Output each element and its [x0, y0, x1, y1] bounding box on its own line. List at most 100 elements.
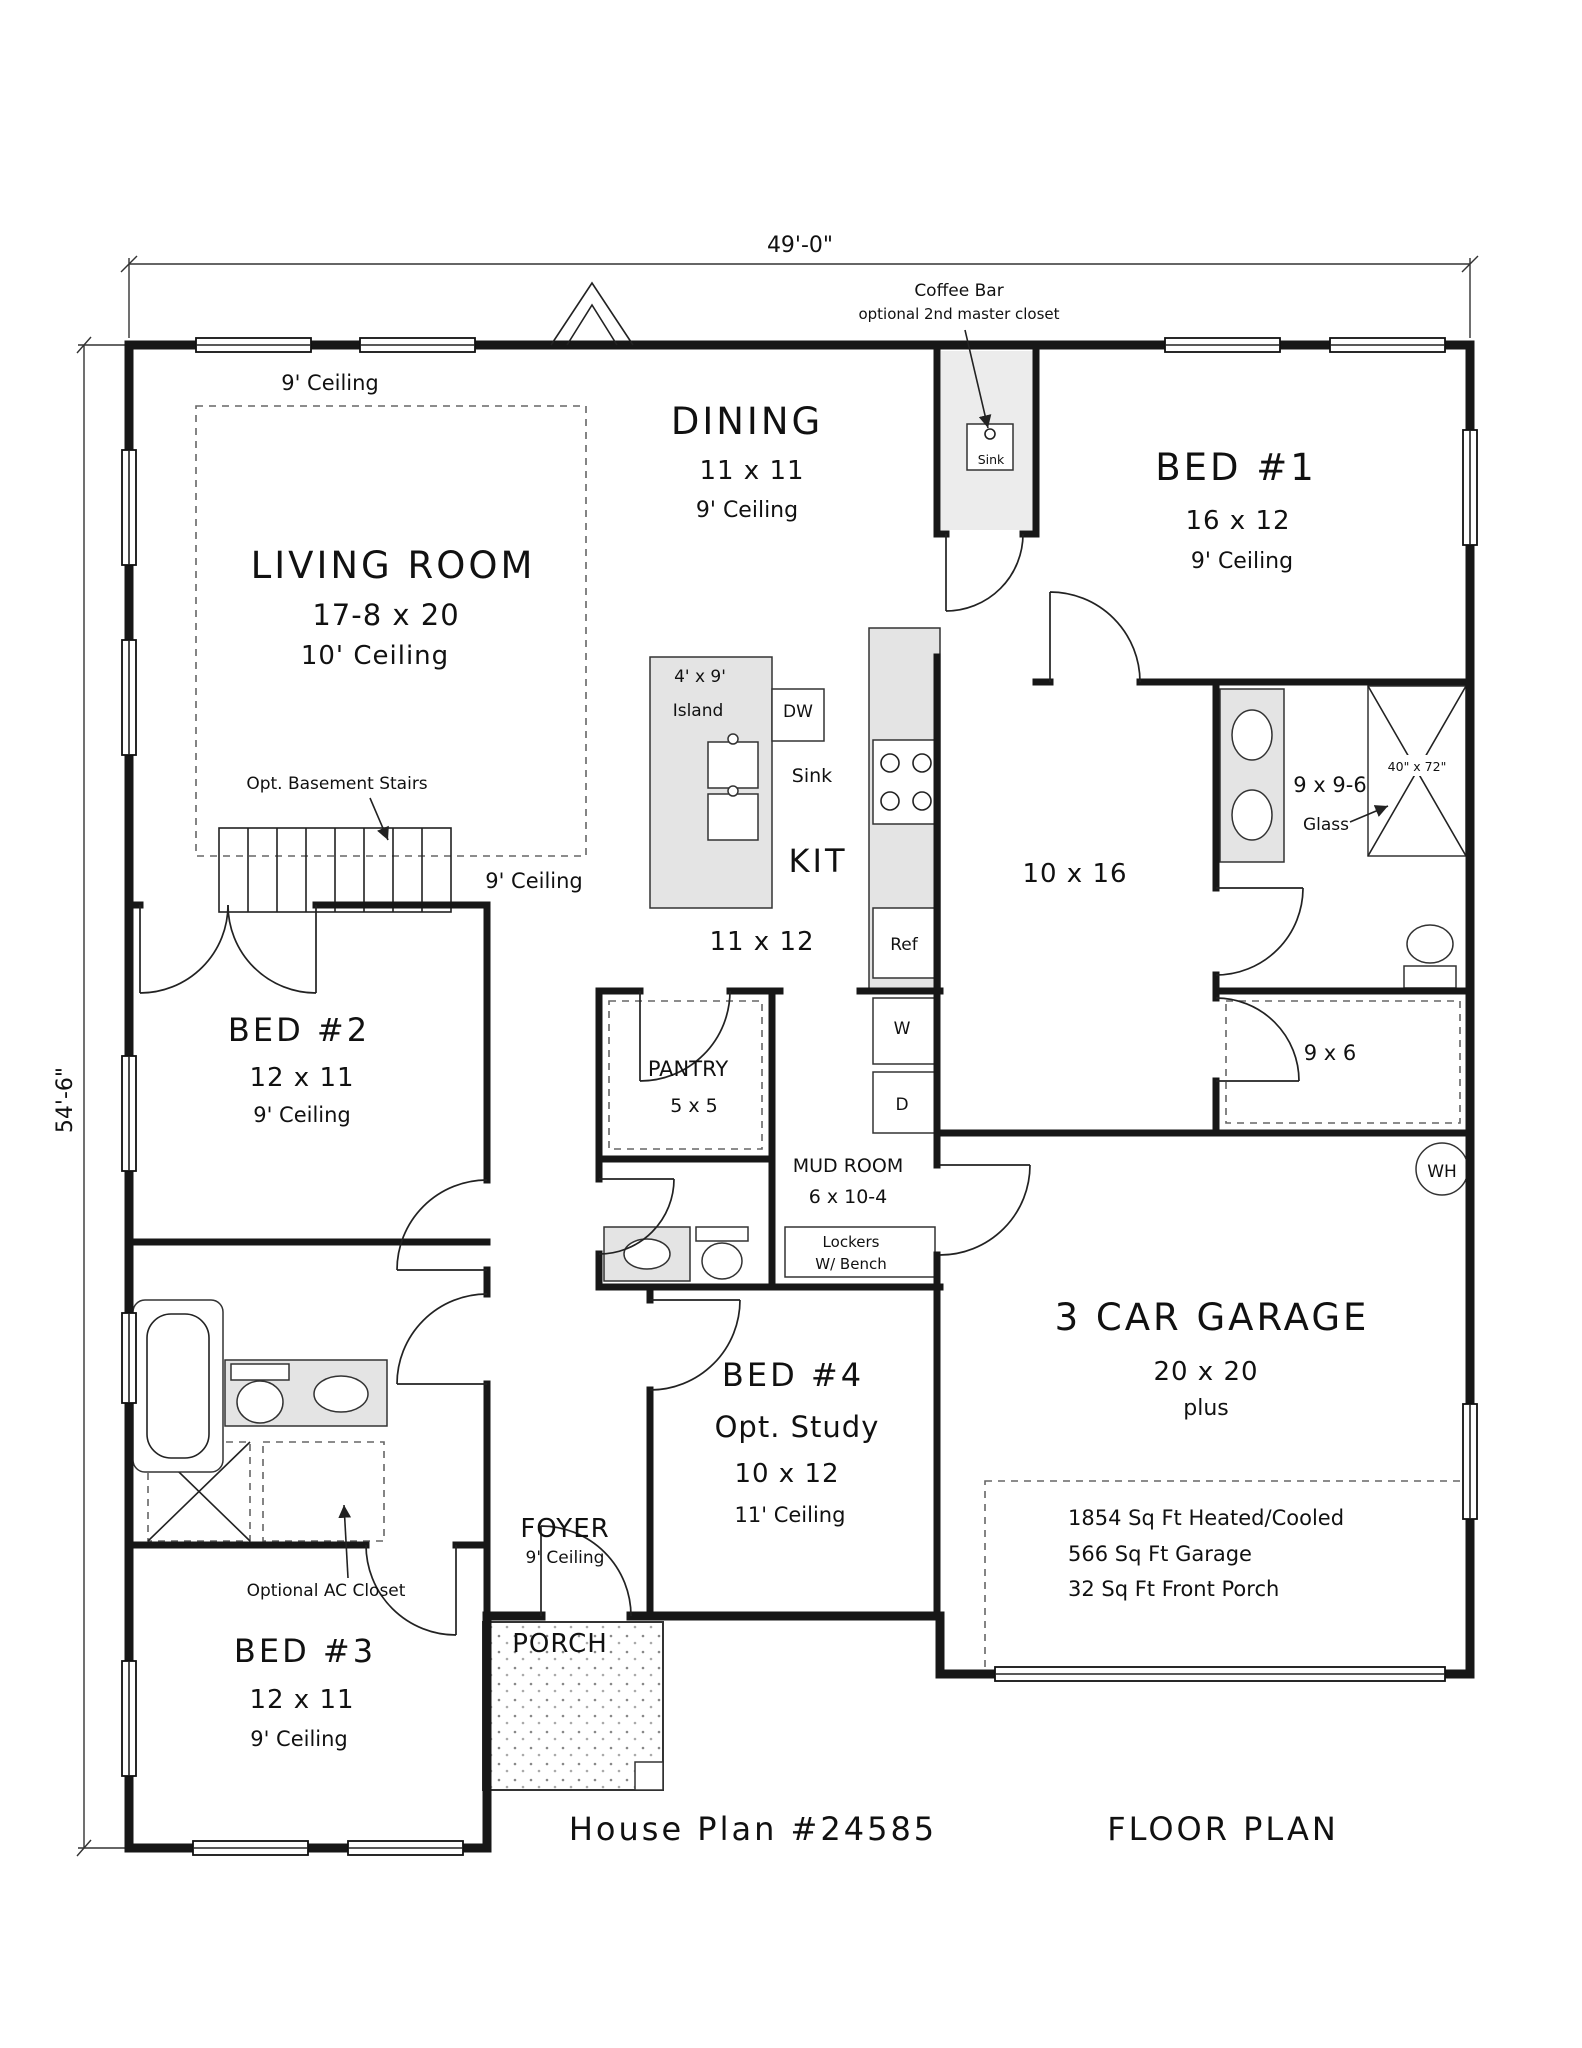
- dishwasher-label: DW: [783, 702, 813, 722]
- ac-closet-right: [262, 1441, 385, 1542]
- living-tray-outline: [195, 405, 587, 857]
- garage-size-suffix: plus: [1183, 1396, 1228, 1421]
- master-bath-fixtures: [1219, 685, 1467, 989]
- toilet-tank: [230, 1363, 290, 1381]
- toilet: [236, 1380, 284, 1424]
- shower-size-label: 40" x 72": [1388, 759, 1447, 774]
- bath2-fixtures: [603, 1226, 749, 1282]
- pantry-size: 5 x 5: [670, 1095, 718, 1117]
- pantry-shelves: [608, 1000, 763, 1150]
- sink-label: Sink: [792, 765, 832, 787]
- living-room-label: LIVING ROOM: [251, 544, 536, 587]
- dryer-box: [872, 1071, 938, 1134]
- pantry-door: [639, 990, 731, 1082]
- master-closet-shelves: [1225, 1000, 1461, 1124]
- coffee-bar-door: [945, 533, 1024, 612]
- bed4-alt-label: Opt. Study: [715, 1410, 880, 1444]
- porch-area: [482, 1621, 664, 1791]
- washer-label: W: [894, 1019, 911, 1039]
- master-sink-2: [1231, 789, 1273, 841]
- kitchen-counter: [868, 627, 941, 992]
- bed1-label: BED #1: [1155, 446, 1317, 489]
- coffee-sink-label: Sink: [978, 452, 1005, 467]
- water-heater-label: WH: [1427, 1162, 1457, 1182]
- bed1-size: 16 x 12: [1185, 506, 1290, 536]
- windows: [121, 337, 1478, 1856]
- dining-size: 11 x 11: [699, 456, 804, 486]
- bed3-ceiling: 9' Ceiling: [250, 1727, 348, 1751]
- stat-garage: 566 Sq Ft Garage: [1068, 1542, 1252, 1566]
- foyer-label: FOYER: [520, 1514, 609, 1544]
- mudroom-size: 6 x 10-4: [809, 1186, 888, 1208]
- dimension-lines: 49'-0" 54'-6": [53, 233, 1479, 1857]
- leader-lines: [338, 329, 1389, 1579]
- glass-label: Glass: [1303, 815, 1349, 835]
- bath2-toilet: [701, 1242, 743, 1280]
- optional-dashed-elements: [147, 405, 1471, 1675]
- bed1-ceiling: 9' Ceiling: [1191, 549, 1293, 574]
- bed3-label: BED #3: [234, 1632, 376, 1670]
- bath-sink: [313, 1375, 369, 1413]
- bed3-size: 12 x 11: [249, 1685, 354, 1715]
- master-closet-door: [1215, 997, 1300, 1082]
- coffee-bar-note-1: Coffee Bar: [914, 281, 1003, 301]
- master-bath-door: [1215, 887, 1304, 976]
- bath2-sink: [623, 1238, 671, 1270]
- basement-stairs-note: Opt. Basement Stairs: [246, 774, 427, 794]
- coffee-bar-note-2: optional 2nd master closet: [858, 305, 1059, 323]
- foyer-ceiling: 9' Ceiling: [526, 1548, 605, 1568]
- dryer-label: D: [895, 1095, 908, 1115]
- lockers-label-2: W/ Bench: [815, 1255, 886, 1273]
- stat-porch: 32 Sq Ft Front Porch: [1068, 1577, 1279, 1601]
- mudroom-label: MUD ROOM: [793, 1155, 903, 1177]
- dining-label: DINING: [671, 400, 823, 443]
- bed4-size: 10 x 12: [734, 1459, 839, 1489]
- pantry-label: PANTRY: [648, 1057, 728, 1081]
- ac-closet-note: Optional AC Closet: [247, 1581, 406, 1601]
- master-sink-1: [1231, 709, 1273, 761]
- overall-width-dim: 49'-0": [767, 233, 833, 258]
- sheet-title: FLOOR PLAN: [1107, 1810, 1339, 1848]
- master-closet-size: 9 x 6: [1304, 1041, 1357, 1065]
- bed4-label: BED #4: [722, 1356, 864, 1394]
- fireplace-bay: [550, 281, 634, 346]
- bed2-door: [396, 1179, 488, 1271]
- basement-stairs: [218, 827, 452, 913]
- dishwasher: [771, 688, 825, 742]
- bath2-door: [598, 1178, 675, 1255]
- bath2-toilet-tank: [695, 1226, 749, 1242]
- island-size-label: 4' x 9': [674, 667, 726, 687]
- ref-label: Ref: [890, 935, 919, 955]
- stat-heated: 1854 Sq Ft Heated/Cooled: [1068, 1506, 1344, 1530]
- bed2-double-door-right: [227, 904, 317, 994]
- bed2-double-door-left: [139, 904, 229, 994]
- garage-entry-door: [939, 1164, 1031, 1256]
- master-toilet: [1406, 924, 1454, 964]
- bath-door: [396, 1293, 488, 1385]
- bed2-label: BED #2: [228, 1011, 370, 1049]
- living-room-size: 17-8 x 20: [312, 598, 459, 632]
- washer-box: [872, 997, 938, 1065]
- overall-height-dim: 54'-6": [53, 1067, 78, 1133]
- master-toilet-tank: [1403, 965, 1457, 989]
- lockers-label-1: Lockers: [823, 1233, 880, 1251]
- room-labels: 9' Ceiling LIVING ROOM 17-8 x 20 10' Cei…: [228, 281, 1459, 1751]
- coffee-bar-closet: [941, 351, 1034, 530]
- kitchen-label: KIT: [789, 842, 848, 880]
- doors: [139, 533, 1304, 1636]
- coffee-bar-sink: [966, 423, 1014, 471]
- bed4-door: [649, 1299, 741, 1391]
- hall-size: 10 x 16: [1022, 859, 1127, 889]
- front-door: [540, 1525, 632, 1617]
- lockers-bench: [784, 1226, 936, 1278]
- master-bath-size: 9 x 9-6: [1293, 773, 1366, 797]
- porch-column: [634, 1761, 664, 1791]
- kitchen-size: 11 x 12: [709, 927, 814, 957]
- island-label: Island: [673, 701, 724, 721]
- title-block: House Plan #24585 FLOOR PLAN: [569, 1810, 1339, 1848]
- kitchen-ceiling: 9' Ceiling: [485, 869, 583, 893]
- bed4-ceiling: 11' Ceiling: [735, 1503, 846, 1527]
- hall-bath-fixtures: [132, 1299, 388, 1473]
